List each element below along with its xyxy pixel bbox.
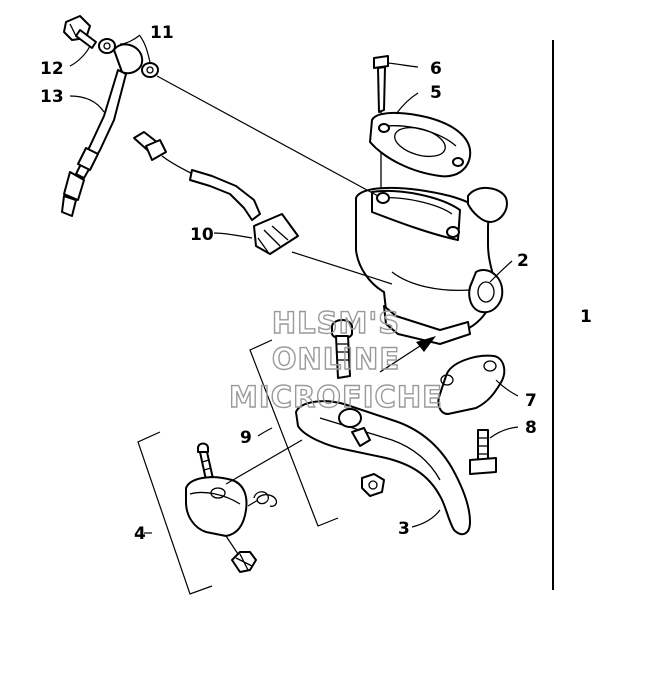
handlebar-clamp-part bbox=[437, 354, 506, 415]
brake-lever-part bbox=[295, 400, 471, 536]
kit-bracket-4 bbox=[137, 431, 213, 595]
retaining-clip-part bbox=[231, 551, 257, 573]
watermark-line-2: ONLINE bbox=[272, 342, 400, 376]
callout-1: 1 bbox=[580, 307, 592, 327]
callout-10: 10 bbox=[190, 225, 214, 245]
callout-7: 7 bbox=[525, 391, 537, 411]
watermark-line-3: MICROFICHE bbox=[229, 380, 443, 414]
assembly-arrow bbox=[379, 336, 436, 373]
callout-12: 12 bbox=[40, 59, 64, 79]
callout-3: 3 bbox=[398, 519, 410, 539]
pivot-bolt-part bbox=[331, 319, 353, 379]
washer-part-2 bbox=[141, 62, 159, 78]
actuator-block-part bbox=[185, 476, 248, 537]
watermark-line-1: HLSM'S bbox=[272, 306, 400, 340]
assembly-line-actuator bbox=[225, 439, 303, 485]
callout-5: 5 bbox=[430, 83, 442, 103]
clamp-bolt-part bbox=[469, 429, 497, 475]
kit-bracket-9 bbox=[249, 339, 339, 527]
callout-9: 9 bbox=[240, 428, 252, 448]
callout-6: 6 bbox=[430, 59, 442, 79]
callout-13: 13 bbox=[40, 87, 64, 107]
assembly-line-clip bbox=[225, 535, 239, 555]
callout-2: 2 bbox=[517, 251, 529, 271]
callout-leaders bbox=[69, 34, 519, 534]
callout-11: 11 bbox=[150, 23, 174, 43]
reservoir-cover-part bbox=[369, 111, 472, 178]
pivot-nut-part bbox=[361, 473, 385, 497]
assembly-line-switch-body bbox=[291, 251, 393, 285]
master-cylinder-part bbox=[355, 186, 508, 345]
brake-hose-part bbox=[61, 43, 144, 217]
return-spring-part bbox=[253, 491, 278, 507]
brake-switch-part bbox=[133, 131, 299, 255]
banjo-bolt-part bbox=[63, 15, 97, 49]
assembly-line-spring bbox=[247, 499, 259, 507]
callout-4: 4 bbox=[134, 524, 146, 544]
washer-part bbox=[98, 38, 116, 54]
callout-8: 8 bbox=[525, 418, 537, 438]
assembly-line-washer-reservoir bbox=[156, 75, 379, 197]
